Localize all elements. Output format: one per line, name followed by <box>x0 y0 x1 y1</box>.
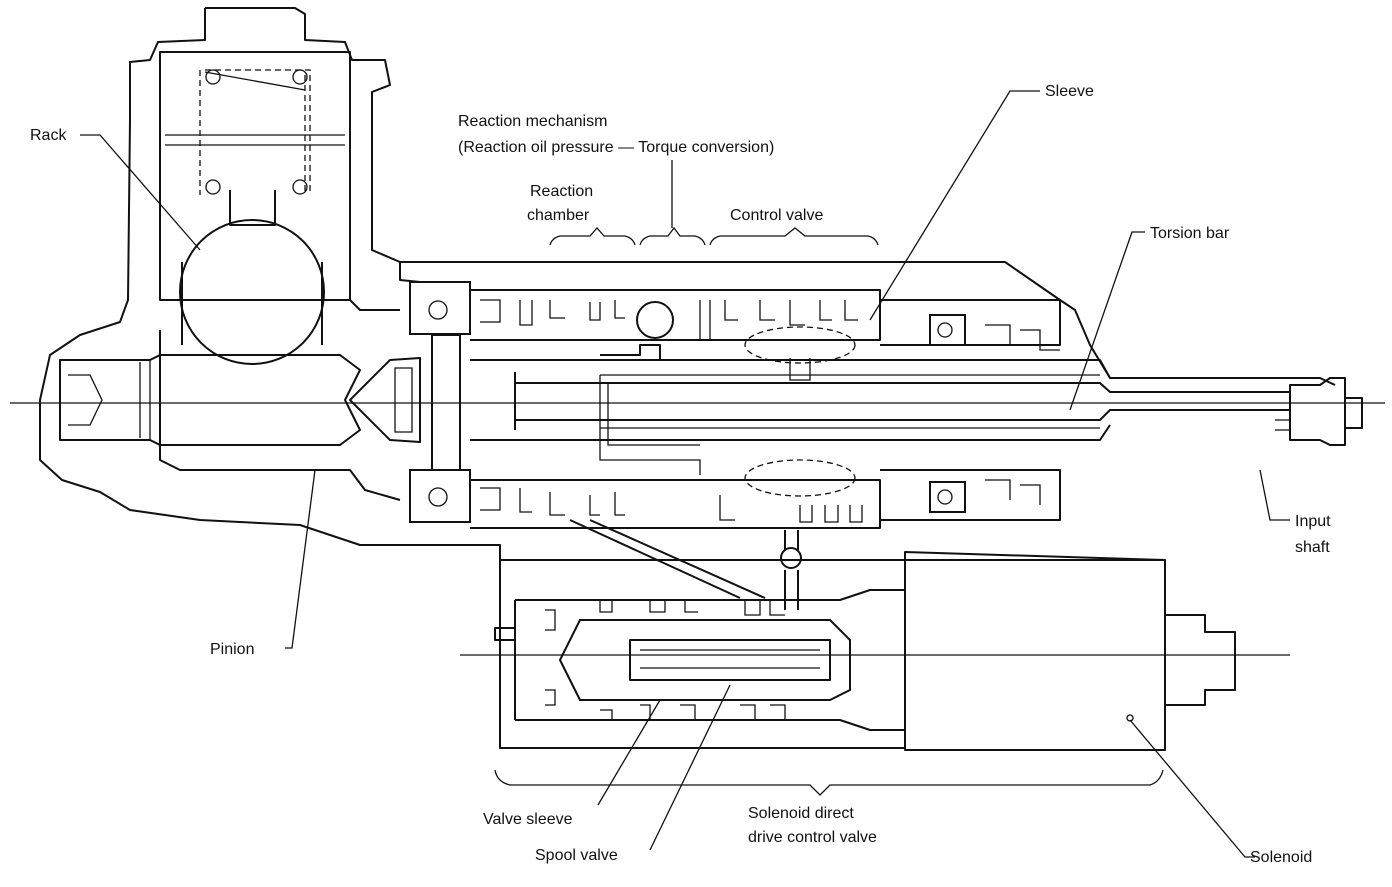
label-valve-sleeve: Valve sleeve <box>483 811 573 828</box>
connector-pipe <box>784 530 799 610</box>
label-control-valve: Control valve <box>730 207 823 224</box>
label-reaction-chamber-line2: chamber <box>527 207 590 224</box>
label-solenoid-direct-line1: Solenoid direct <box>748 805 854 822</box>
label-pinion: Pinion <box>210 641 254 658</box>
label-torsion-bar: Torsion bar <box>1150 225 1230 242</box>
label-reaction-oil-pressure: (Reaction oil pressure — Torque conversi… <box>458 139 774 156</box>
solenoid-control-valve <box>494 559 1236 751</box>
label-input-shaft-line2: shaft <box>1295 539 1330 556</box>
label-reaction-chamber-line1: Reaction <box>530 183 593 200</box>
brackets <box>494 160 1164 796</box>
label-solenoid-direct-line2: drive control valve <box>748 829 877 846</box>
gear-housing <box>39 7 1336 561</box>
label-solenoid: Solenoid <box>1250 849 1312 866</box>
leader-lines <box>80 90 1290 858</box>
label-rack: Rack <box>30 127 67 144</box>
pinion-shaft <box>59 354 421 446</box>
label-reaction-mechanism: Reaction mechanism <box>458 113 607 130</box>
label-spool-valve: Spool valve <box>535 847 618 864</box>
label-sleeve: Sleeve <box>1045 83 1094 100</box>
connector-fitting <box>780 547 802 569</box>
valve-body <box>409 281 1363 529</box>
label-input-shaft-line1: Input <box>1295 513 1331 530</box>
oil-line <box>569 519 766 599</box>
